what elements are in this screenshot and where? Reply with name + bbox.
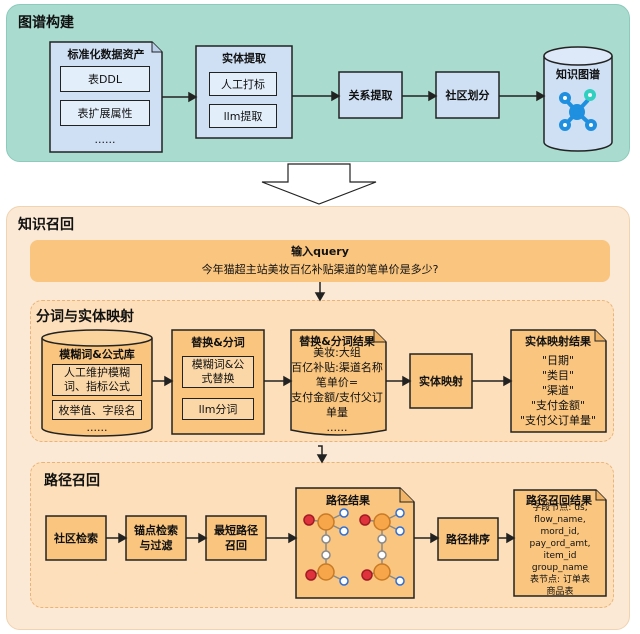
std-assets-title: 标准化数据资产 <box>67 48 145 61</box>
community-box <box>435 71 500 119</box>
replace-result-title: 替换&分词结果 <box>299 335 375 348</box>
entity-result-title: 实体映射结果 <box>525 335 591 348</box>
entity-result-lines: "日期" "类目" "渠道" "支付金额" "支付父订单量" <box>519 353 597 427</box>
entity-extract-title: 实体提取 <box>222 52 266 65</box>
path-sort-box <box>437 517 499 561</box>
knowledge-graph-label: 知识图谱 <box>556 68 600 81</box>
path-sort-label: 路径排序 <box>446 533 490 546</box>
replace-fuzzy: 模糊词&公式替换 <box>182 356 254 388</box>
path-result-title: 路径结果 <box>326 494 370 507</box>
fuzzy-lib-more: ...... <box>86 420 108 434</box>
path-recall-result-title: 路径召回结果 <box>526 494 592 507</box>
relation-extract-label: 关系提取 <box>348 89 393 102</box>
community-search-label: 社区检索 <box>54 532 98 545</box>
shortest-path-label: 最短路径召回 <box>214 524 258 552</box>
path-recall-result-lines: 字段节点: ds, flow_name, mord_id, pay_ord_am… <box>529 503 591 597</box>
replace-llm-seg: llm分词 <box>182 398 254 420</box>
std-assets-ext: 表扩展属性 <box>60 100 150 126</box>
down-arrow-big <box>261 163 377 205</box>
entity-llm-extract: llm提取 <box>209 104 277 128</box>
community-label: 社区划分 <box>445 89 490 102</box>
path-title: 路径召回 <box>44 473 100 489</box>
relation-extract-box <box>338 71 403 119</box>
query-label: 输入query <box>291 245 349 258</box>
replace-result-lines: 美妆:大组 百亿补贴:渠道名称 笔单价= 支付金额/支付父订单量 ...... <box>291 346 383 434</box>
fuzzy-lib-item-enum: 枚举值、字段名 <box>52 400 142 420</box>
query-bar <box>30 240 610 282</box>
query-text: 今年猫超主站美妆百亿补贴渠道的笔单价是多少? <box>201 263 439 276</box>
std-assets-ddl: 表DDL <box>60 66 150 92</box>
std-assets-more: ...... <box>94 132 116 146</box>
path-recall-result-doc <box>513 489 607 597</box>
path-graph-right <box>359 508 405 586</box>
graph-build-title: 图谱构建 <box>18 15 74 31</box>
community-search-box <box>45 515 107 561</box>
replace-result-doc <box>290 329 387 436</box>
recall-title: 知识召回 <box>18 217 74 233</box>
entity-map-label: 实体映射 <box>419 375 463 388</box>
fuzzy-lib-title: 模糊词&公式库 <box>59 348 135 361</box>
entity-manual-tag: 人工打标 <box>209 72 277 96</box>
seg-title: 分词与实体映射 <box>36 309 134 325</box>
graph-network-icon <box>559 89 597 131</box>
anchor-filter-label: 锚点检索与过滤 <box>134 524 178 552</box>
path-graph-left <box>303 508 349 586</box>
entity-result-doc <box>510 329 607 433</box>
fuzzy-lib-item-manual: 人工维护模糊词、指标公式 <box>52 364 142 396</box>
replace-seg-title: 替换&分词 <box>191 336 245 349</box>
